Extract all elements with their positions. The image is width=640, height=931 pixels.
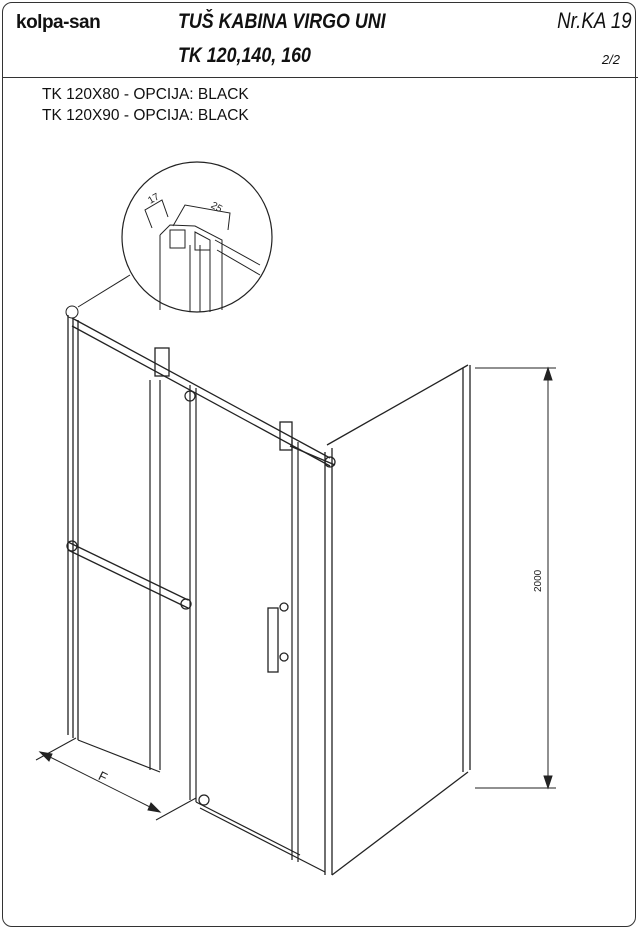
logo-text: kolpa-san bbox=[16, 12, 101, 33]
document-number: Nr.KA 19 bbox=[557, 8, 632, 33]
fixed-glass-panel bbox=[77, 380, 161, 773]
page-number: 2/2 bbox=[601, 52, 620, 67]
document-title: TUŠ KABINA VIRGO UNI bbox=[178, 10, 386, 33]
option-line: TK 120X80 - OPCIJA: BLACK bbox=[42, 86, 249, 103]
detail-dim-17: 17 bbox=[146, 191, 162, 206]
height-dim-label: 2000 bbox=[533, 569, 544, 592]
width-dim-label: F bbox=[96, 768, 110, 785]
option-line: TK 120X90 - OPCIJA: BLACK bbox=[42, 107, 249, 124]
document-subtitle: TK 120,140, 160 bbox=[178, 44, 311, 67]
width-dimension: F bbox=[35, 737, 197, 821]
sliding-door bbox=[184, 385, 326, 873]
height-dimension: 2000 bbox=[475, 366, 556, 790]
brand-logo: kolpa-san bbox=[16, 12, 101, 34]
detail-dim-25: 25 bbox=[209, 200, 225, 215]
top-rail bbox=[71, 317, 336, 468]
header-divider bbox=[2, 77, 638, 78]
door-handle bbox=[267, 602, 289, 673]
profile-detail: 17 25 bbox=[65, 161, 273, 319]
towel-bar bbox=[66, 540, 192, 610]
side-panel bbox=[324, 364, 471, 876]
left-wall-profile bbox=[67, 315, 79, 740]
